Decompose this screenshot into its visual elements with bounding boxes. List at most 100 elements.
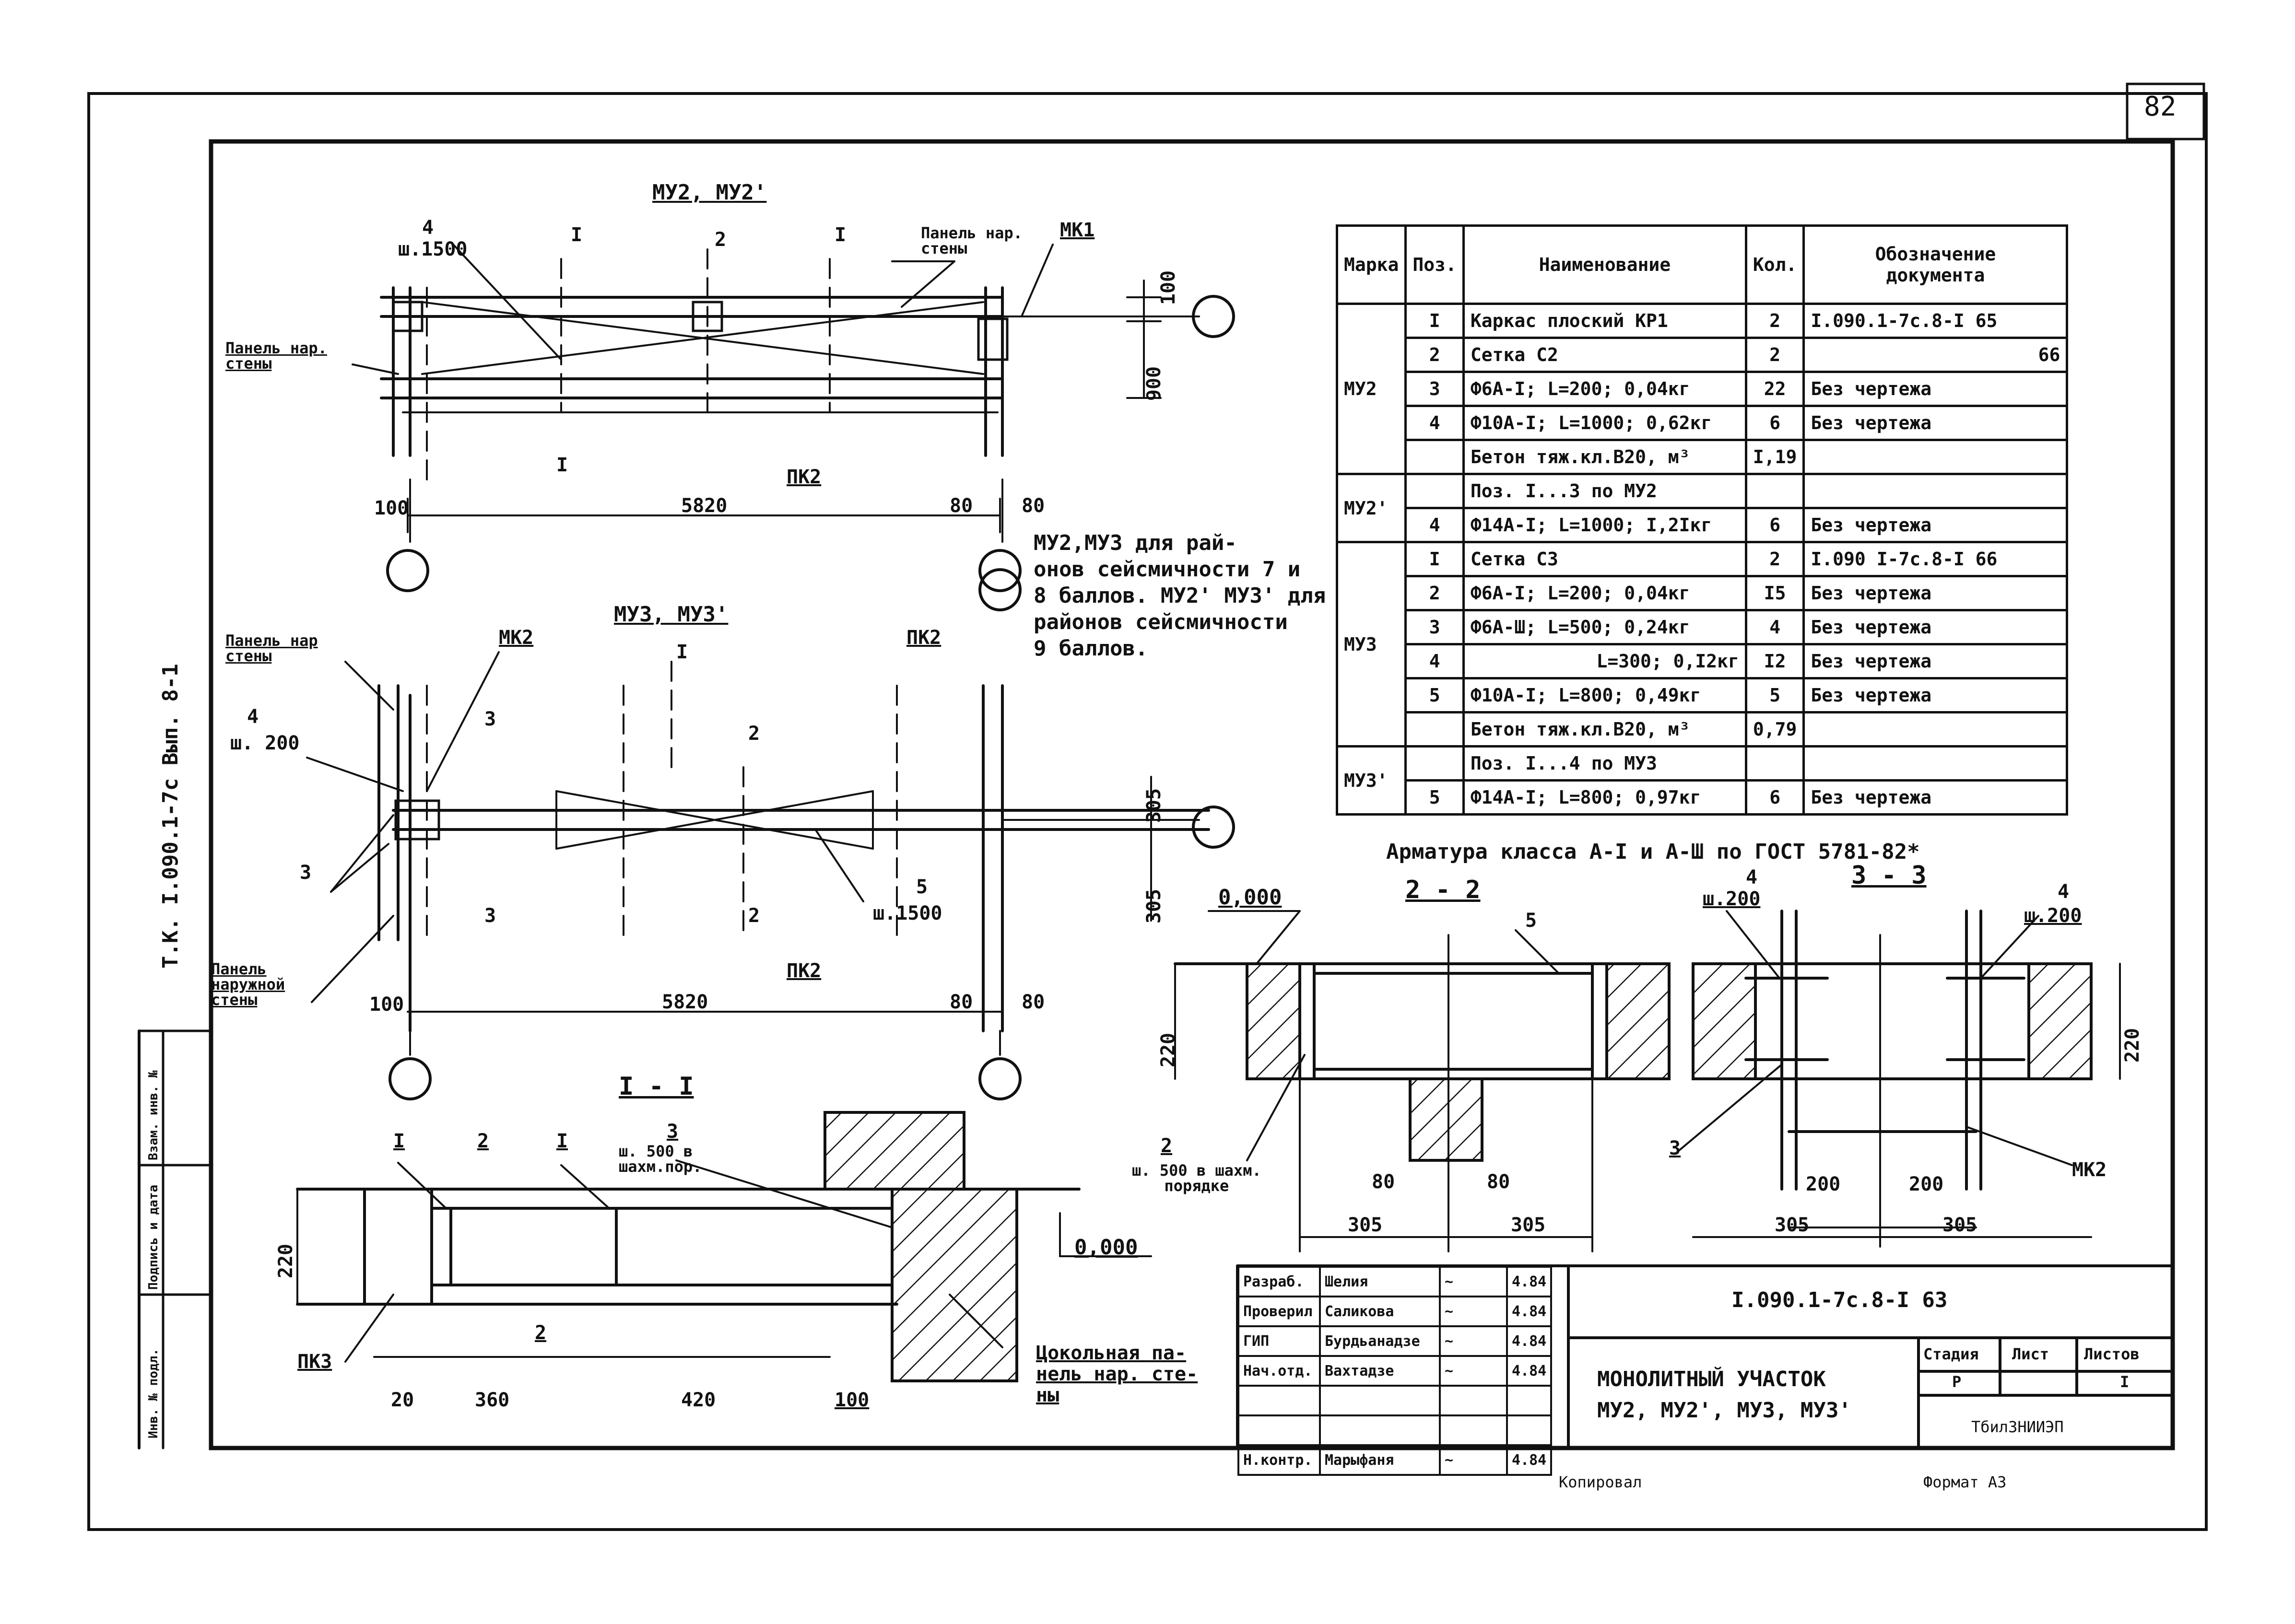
section-mark: I bbox=[571, 224, 583, 246]
role-cell: Нач.отд. bbox=[1237, 1355, 1321, 1387]
doc-cell bbox=[1802, 439, 2069, 475]
axis-bubble bbox=[978, 568, 1022, 611]
callout-panel-top: Панель нар стены bbox=[225, 631, 318, 665]
elevation-mark: 0,000 bbox=[1074, 1235, 1138, 1260]
title-block-lines bbox=[1236, 1264, 2174, 1449]
doc-cell: Без чертежа bbox=[1802, 575, 2069, 611]
qty-cell: 2 bbox=[1744, 337, 1805, 373]
stamp-replace-label: Взам. инв. № bbox=[146, 1070, 161, 1160]
document-code: I.090.1-7с.8-I 63 bbox=[1731, 1288, 1948, 1312]
pos-cell: 4 bbox=[1404, 643, 1465, 679]
pos-label: I bbox=[393, 1130, 405, 1152]
mark-cell: МУ3' bbox=[1335, 745, 1407, 816]
pos-label: 4 bbox=[1746, 866, 1758, 888]
doc-cell: Без чертежа bbox=[1802, 677, 2069, 713]
stage-value: Р bbox=[1952, 1373, 1962, 1391]
pos-cell: 3 bbox=[1404, 371, 1465, 407]
callout-pk2: ПК2 bbox=[906, 627, 942, 649]
pos-cell: I bbox=[1404, 541, 1465, 577]
dim-label: 200 bbox=[1909, 1173, 1944, 1195]
section-mark: I bbox=[835, 224, 847, 246]
doc-cell: I.090.1-7с.8-I 65 bbox=[1802, 303, 2069, 339]
dim-label: 305 bbox=[1775, 1214, 1810, 1236]
callout-panel-left: Панель нар. стены bbox=[225, 339, 327, 373]
signature-cell bbox=[1439, 1385, 1508, 1416]
dim-label: 80 bbox=[1022, 495, 1045, 517]
name-cell: Сетка С3 bbox=[1462, 541, 1747, 577]
plan-top bbox=[352, 244, 1200, 543]
name-cell: Ф14А-I; L=800; 0,97кг bbox=[1462, 779, 1747, 816]
signature-cell: ~ bbox=[1439, 1355, 1508, 1387]
pos-label: 3 bbox=[1669, 1137, 1681, 1159]
seismic-note: МУ2,МУ3 для рай- онов сейсмичности 7 и 8… bbox=[1034, 531, 1326, 661]
elevation-mark: 0,000 bbox=[1218, 885, 1282, 910]
dim-label: 4 bbox=[422, 217, 434, 239]
pos-cell bbox=[1404, 473, 1465, 509]
organization: ТбилЗНИИЭП bbox=[1971, 1418, 2064, 1436]
format-label: Формат А3 bbox=[1923, 1473, 2007, 1491]
doc-cell bbox=[1802, 473, 2069, 509]
pos-cell bbox=[1404, 439, 1465, 475]
dim-label: 420 bbox=[681, 1389, 716, 1411]
section-2-title: 2 - 2 bbox=[1405, 876, 1481, 904]
date-cell bbox=[1506, 1414, 1553, 1446]
specification-table: Марка Поз. Наименование Кол. Обозначение… bbox=[1335, 224, 2069, 816]
side-designation: Т.К. I.090.1-7с Вып. 8-1 bbox=[158, 664, 183, 969]
name-cell: Ф14А-I; L=1000; I,2Iкг bbox=[1462, 507, 1747, 543]
section-I bbox=[296, 1111, 1152, 1382]
name-cell: Сетка С2 bbox=[1462, 337, 1747, 373]
qty-cell: 2 bbox=[1744, 541, 1805, 577]
dim-label: 80 bbox=[1372, 1171, 1395, 1193]
dim-label: 220 bbox=[2121, 1028, 2144, 1063]
role-cell bbox=[1237, 1385, 1321, 1416]
pos-label: 3 bbox=[667, 1121, 679, 1143]
copied-by-label: Копировал bbox=[1559, 1473, 1642, 1491]
name-cell: Ф10А-I; L=800; 0,49кг bbox=[1462, 677, 1747, 713]
section-I-title: I - I bbox=[619, 1072, 694, 1101]
dim-label: 220 bbox=[275, 1243, 297, 1279]
name-cell bbox=[1319, 1414, 1441, 1446]
sheet-number-box bbox=[2126, 82, 2205, 140]
signature-row bbox=[1237, 1414, 1553, 1446]
section-mark: 3 bbox=[484, 708, 496, 730]
name-cell: Шелия bbox=[1319, 1266, 1441, 1297]
name-cell: Саликова bbox=[1319, 1296, 1441, 1327]
pos-cell: 2 bbox=[1404, 337, 1465, 373]
dim-label: 305 bbox=[1942, 1214, 1977, 1236]
pos-pitch: ш. 500 в шахм.пор. bbox=[619, 1142, 702, 1176]
date-cell: 4.84 bbox=[1506, 1325, 1553, 1357]
section-mark: 2 bbox=[748, 905, 760, 927]
qty-cell bbox=[1744, 745, 1805, 782]
callout-pk: ПК2 bbox=[787, 466, 822, 488]
qty-cell: 22 bbox=[1744, 371, 1805, 407]
qty-cell: 4 bbox=[1744, 609, 1805, 645]
sheets-label: Листов bbox=[2084, 1345, 2140, 1363]
callout-mk: МК1 bbox=[1060, 219, 1095, 241]
dim-label: 220 bbox=[1157, 1032, 1180, 1068]
dim-label: ш.1500 bbox=[398, 238, 468, 260]
section-mark: I bbox=[676, 641, 688, 663]
pos-cell: 5 bbox=[1404, 779, 1465, 816]
sheet-number: 82 bbox=[2144, 91, 2177, 122]
pos-label: 2 bbox=[1161, 1135, 1173, 1157]
name-cell: Вахтадзе bbox=[1319, 1355, 1441, 1387]
doc-cell bbox=[1802, 745, 2069, 782]
qty-cell: 2 bbox=[1744, 303, 1805, 339]
dim-label: 360 bbox=[475, 1389, 510, 1411]
pos-label: 5 bbox=[916, 876, 928, 898]
plan-top-title: МУ2, МУ2' bbox=[652, 180, 767, 205]
doc-cell: Без чертежа bbox=[1802, 405, 2069, 441]
pos-cell bbox=[1404, 745, 1465, 782]
doc-cell: Без чертежа bbox=[1802, 371, 2069, 407]
date-cell: 4.84 bbox=[1506, 1444, 1553, 1476]
sheets-value: I bbox=[2120, 1373, 2130, 1391]
callout-pk3: ПК3 bbox=[297, 1351, 332, 1373]
callout-mk2: МК2 bbox=[499, 627, 534, 649]
section-mark: 2 bbox=[748, 723, 760, 745]
